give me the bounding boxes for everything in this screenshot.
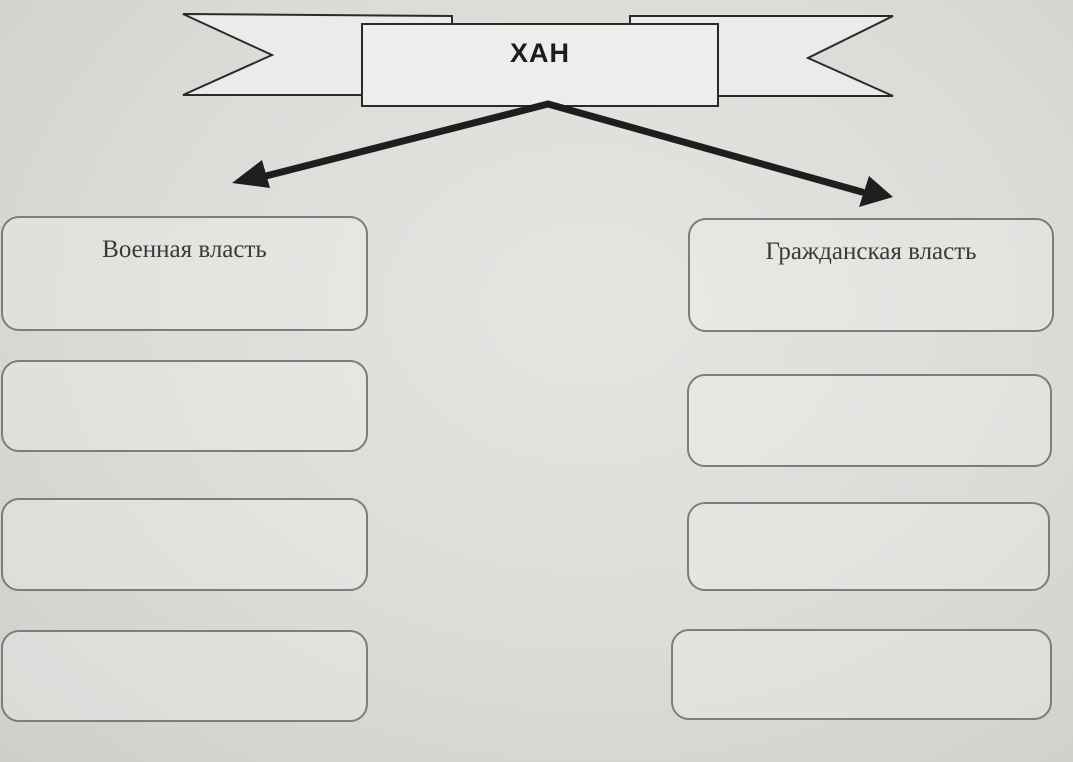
khan-title: ХАН xyxy=(509,37,570,68)
military-power-box: Военная власть xyxy=(1,216,368,331)
arrow-right-shaft xyxy=(544,100,866,196)
arrow-left-head xyxy=(232,160,270,188)
arrow-right-head xyxy=(859,176,893,207)
military-empty-box-1[interactable] xyxy=(1,360,368,452)
ribbon-banner xyxy=(361,23,719,107)
civil-empty-box-1[interactable] xyxy=(687,374,1052,467)
civil-empty-box-3[interactable] xyxy=(671,629,1052,720)
civil-empty-box-2[interactable] xyxy=(687,502,1050,591)
military-empty-box-2[interactable] xyxy=(1,498,368,591)
military-power-label: Военная власть xyxy=(102,236,267,263)
civil-power-label: Гражданская власть xyxy=(765,238,977,265)
arrow-left-shaft xyxy=(258,100,552,181)
civil-power-box: Гражданская власть xyxy=(688,218,1054,332)
military-empty-box-3[interactable] xyxy=(1,630,368,722)
